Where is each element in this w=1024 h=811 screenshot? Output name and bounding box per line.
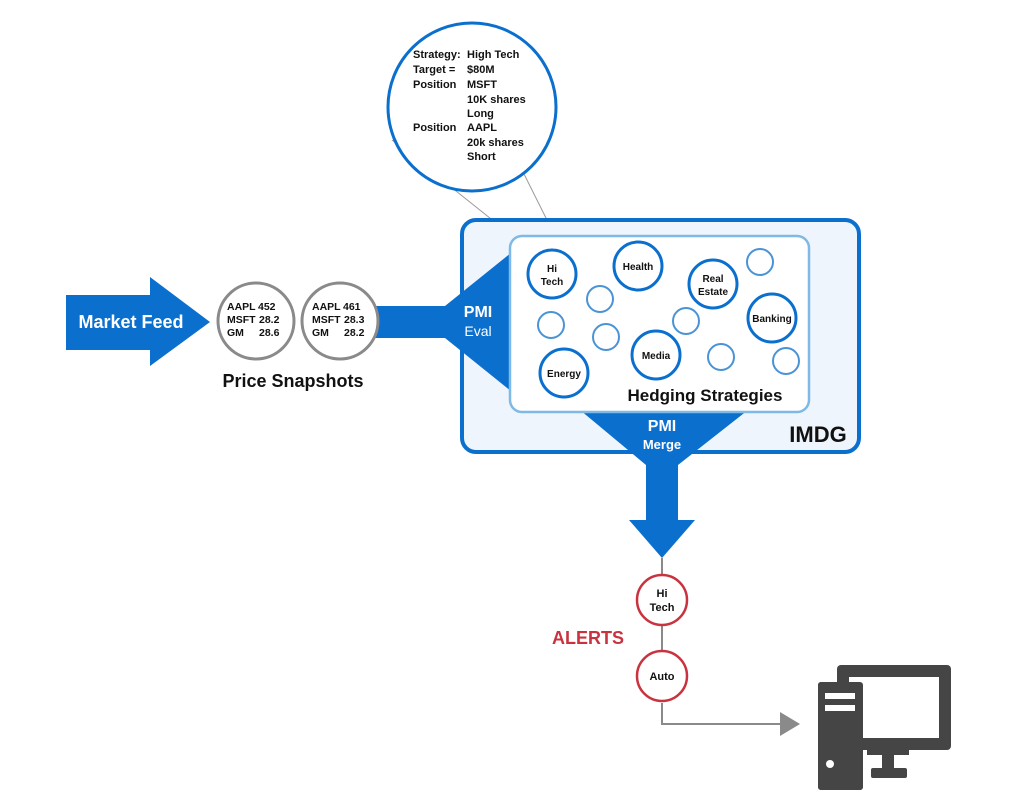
strategy-media: Media xyxy=(630,329,682,381)
callout-val-8: Short xyxy=(467,151,496,163)
svg-text:AAPL 461 MSFT: AAPL 461 MSFT 28.3 GM 28.2 xyxy=(312,301,367,339)
desktop-computer-icon xyxy=(818,665,951,790)
snapshot-1-val-2: 28.2 xyxy=(259,314,280,326)
strategy-health-label: Health xyxy=(623,262,654,273)
snapshot-2-sym-2: MSFT xyxy=(312,314,341,326)
strategy-health: Health xyxy=(612,240,664,292)
price-snapshot-2: AAPL 461 MSFT 28.3 GM 28.2 xyxy=(300,281,380,361)
snapshot-1-sym-2: MSFT xyxy=(227,314,256,326)
pmi-eval-line2: Eval xyxy=(464,323,491,339)
market-feed-label: Market Feed xyxy=(78,312,183,332)
callout-val-6: AAPL xyxy=(467,122,497,134)
callout-val-7: 20k shares xyxy=(467,137,524,149)
alert-arrowhead xyxy=(780,712,800,736)
callout-key-6: Position xyxy=(413,122,457,134)
callout-val-5: Long xyxy=(467,108,494,120)
strategy-callout: Strategy: High Tech Target = $80M Positi… xyxy=(386,21,558,193)
price-snapshot-1: AAPL 452 MSFT 28.2 GM 28.6 xyxy=(216,281,296,361)
empty-slot xyxy=(772,347,800,375)
svg-text:Strategy: High Tech: Strategy: High Tech Target = $80M Positi… xyxy=(413,49,529,163)
hedging-title: Hedging Strategies xyxy=(628,386,783,405)
pmi-eval-line1: PMI xyxy=(464,304,492,321)
alerts-label: ALERTS xyxy=(552,628,624,648)
snapshot-2-val-1: 461 xyxy=(343,301,361,313)
alert-auto-label: Auto xyxy=(649,671,674,683)
snapshot-1-val-1: 452 xyxy=(258,301,276,313)
callout-val-3: MSFT xyxy=(467,79,497,91)
empty-slot xyxy=(592,323,620,351)
pmi-merge-funnel: PMI Merge xyxy=(580,410,748,558)
snapshot-2-val-3: 28.2 xyxy=(344,327,365,339)
callout-val-2: $80M xyxy=(467,64,495,76)
strategy-media-label: Media xyxy=(642,351,671,362)
callout-val-1: High Tech xyxy=(467,49,520,61)
price-snapshots-caption: Price Snapshots xyxy=(222,371,363,391)
pmi-merge-line2: Merge xyxy=(643,437,681,452)
snapshot-2-sym-1: AAPL xyxy=(312,301,341,313)
alert-auto: Auto xyxy=(635,649,689,703)
strategy-banking: Banking xyxy=(746,292,798,344)
strategy-energy-label: Energy xyxy=(547,369,581,380)
empty-slot xyxy=(586,285,614,313)
pmi-merge-line1: PMI xyxy=(648,418,676,435)
empty-slot xyxy=(707,343,735,371)
callout-key-1: Strategy: xyxy=(413,49,461,61)
callout-key-3: Position xyxy=(413,79,457,91)
svg-text:AAPL 452 MSFT: AAPL 452 MSFT 28.2 GM 28.6 xyxy=(227,301,282,339)
snapshot-1-val-3: 28.6 xyxy=(259,327,280,339)
empty-slot xyxy=(672,307,700,335)
callout-val-4: 10K shares xyxy=(467,94,526,106)
snapshot-1-sym-1: AAPL xyxy=(227,301,256,313)
strategy-banking-label: Banking xyxy=(752,314,791,325)
snapshot-1-sym-3: GM xyxy=(227,327,244,339)
alerts-chain xyxy=(661,558,800,736)
empty-slots xyxy=(537,248,800,375)
empty-slot xyxy=(746,248,774,276)
snapshot-2-val-2: 28.3 xyxy=(344,314,365,326)
empty-slot xyxy=(537,311,565,339)
market-feed-arrow: Market Feed xyxy=(66,277,210,366)
strategy-energy: Energy xyxy=(538,347,590,399)
imdg-label: IMDG xyxy=(789,422,846,447)
snapshot-2-sym-3: GM xyxy=(312,327,329,339)
callout-key-2: Target = xyxy=(413,64,455,76)
